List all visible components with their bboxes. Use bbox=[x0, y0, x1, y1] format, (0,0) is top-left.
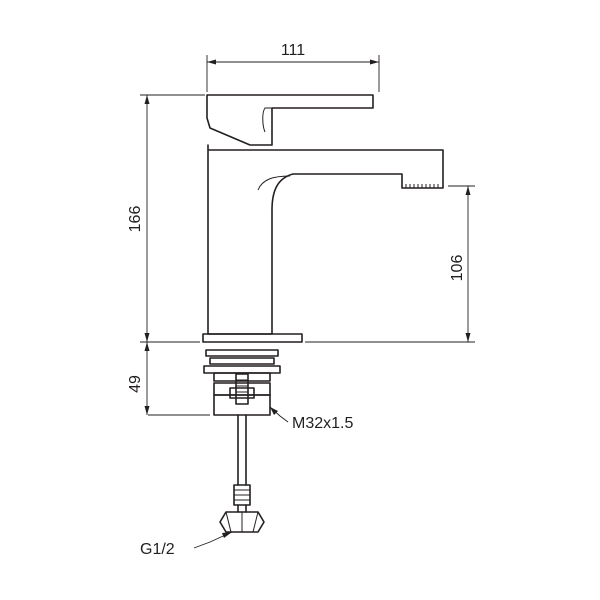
dimension-label-spout-height: 106 bbox=[449, 255, 466, 282]
callout-label-shank-thread: M32x1.5 bbox=[292, 415, 353, 432]
shank-screw bbox=[229, 373, 255, 405]
dimension-label-shank-length: 49 bbox=[127, 375, 144, 393]
washer-upper bbox=[205, 349, 279, 357]
dimension-total-height: 166 bbox=[127, 94, 205, 342]
flex-hose bbox=[219, 414, 265, 533]
callout-label-hose-connector: G1/2 bbox=[140, 541, 175, 558]
aerator-outlet bbox=[405, 184, 439, 188]
dimension-spout-reach: 111 bbox=[206, 42, 380, 92]
faucet-outline bbox=[202, 94, 444, 343]
shank-body bbox=[213, 382, 271, 396]
washer-lower bbox=[203, 365, 281, 374]
base-plate bbox=[202, 333, 303, 343]
dimension-label-spout-reach: 111 bbox=[281, 42, 305, 59]
washer-middle bbox=[209, 357, 275, 365]
dimension-shank-length: 49 bbox=[127, 342, 150, 415]
dimension-label-total-height: 166 bbox=[127, 206, 144, 233]
dimension-spout-height: 106 bbox=[305, 185, 475, 343]
callout-hose-connector: G1/2 bbox=[140, 531, 233, 558]
spout-underside bbox=[257, 175, 291, 191]
shank-nut bbox=[213, 394, 271, 416]
lever-handle bbox=[206, 94, 374, 146]
faucet-body bbox=[207, 144, 444, 335]
callout-shank-thread: M32x1.5 bbox=[269, 406, 353, 432]
lever-handle-inner bbox=[262, 107, 272, 133]
nut-upper bbox=[213, 372, 271, 382]
mounting-shank bbox=[140, 341, 281, 416]
